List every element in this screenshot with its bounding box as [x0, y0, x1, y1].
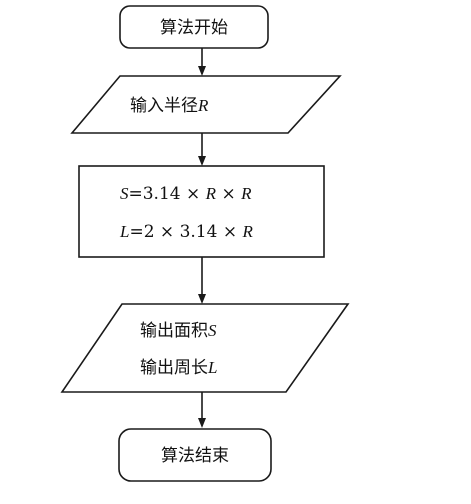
perimeter-var: L	[119, 222, 129, 241]
output-area-prefix: 输出面积	[140, 321, 208, 341]
output-perimeter-var: L	[207, 358, 217, 377]
arrowhead-3	[198, 294, 206, 304]
output-perimeter-prefix: 输出周长	[140, 358, 208, 378]
output-line-perimeter: 输出周长L	[140, 358, 217, 378]
input-parallelogram	[70, 75, 342, 134]
input-label: 输入半径R	[130, 96, 209, 116]
arrowhead-2	[198, 156, 206, 166]
process-box	[78, 165, 325, 258]
radius-var-1: R	[205, 184, 217, 203]
area-var: S	[120, 184, 129, 203]
radius-var-3: R	[241, 222, 253, 241]
process-line-area: S=3.14 × R × R	[120, 184, 252, 204]
perimeter-expr: =2 × 3.14 ×	[129, 222, 242, 242]
end-label: 算法结束	[161, 446, 229, 466]
arrowhead-1	[198, 66, 206, 76]
input-prefix: 输入半径	[130, 96, 198, 116]
radius-var-2: R	[240, 184, 252, 203]
times-sign: ×	[216, 184, 241, 204]
arrowhead-4	[198, 418, 206, 428]
output-parallelogram	[60, 303, 350, 393]
input-var: R	[197, 96, 209, 115]
output-area-var: S	[208, 321, 217, 340]
area-expr: =3.14 ×	[129, 184, 206, 204]
end-terminal	[118, 428, 272, 482]
output-line-area: 输出面积S	[140, 321, 217, 341]
start-label: 算法开始	[160, 18, 228, 38]
start-terminal	[119, 5, 269, 49]
process-line-perimeter: L=2 × 3.14 × R	[119, 222, 253, 242]
